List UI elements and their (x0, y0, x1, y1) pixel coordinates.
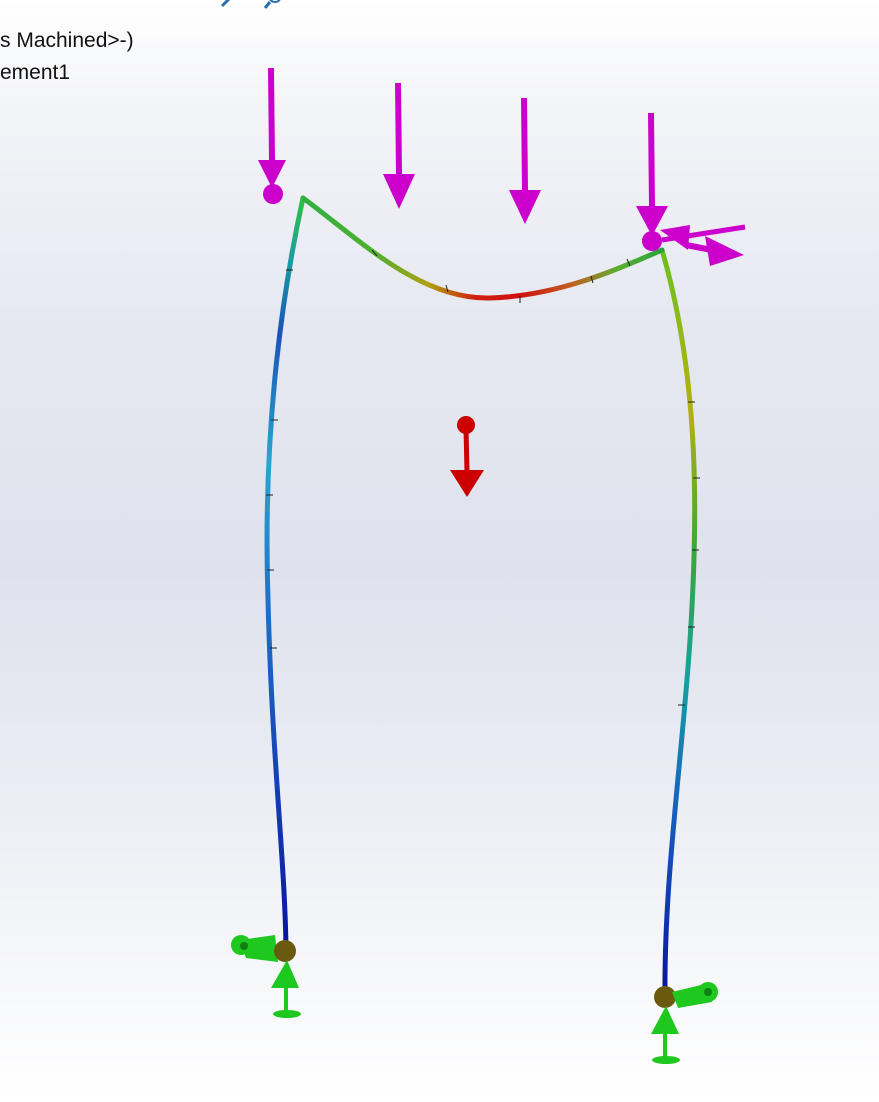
load-arrow-2 (383, 82, 415, 209)
left-beam (264, 195, 306, 953)
view-orientation-icon[interactable] (218, 0, 240, 10)
feature-tree-element-label[interactable]: ement1 (0, 61, 71, 84)
fixture-right[interactable] (651, 982, 718, 1064)
fixture-left[interactable] (231, 935, 301, 1018)
load-arrow-1 (258, 67, 286, 204)
top-beam (300, 195, 665, 301)
distributed-load-arrows[interactable] (258, 67, 746, 266)
heads-up-view-toolbar (0, 0, 879, 12)
lateral-load-arrow (660, 224, 746, 266)
load-arrow-3 (509, 97, 541, 224)
deformed-frame[interactable] (264, 195, 700, 998)
feature-tree-config-label[interactable]: s Machined>-) (0, 29, 134, 52)
mesh-node-ticks (266, 249, 700, 706)
load-arrow-4 (636, 112, 668, 251)
zoom-icon[interactable] (262, 0, 284, 10)
right-beam (659, 247, 698, 998)
gravity-arrow[interactable] (450, 416, 484, 497)
